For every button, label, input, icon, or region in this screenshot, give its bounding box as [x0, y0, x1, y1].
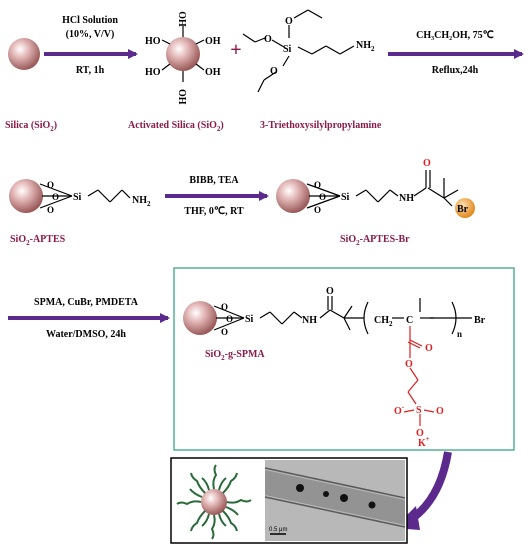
sio2-g-spma-label: SiO2-g-SPMA — [205, 349, 265, 362]
aptes-o-left: O — [264, 34, 272, 45]
oh-top: HO — [178, 11, 189, 27]
br-atom: Br — [457, 204, 469, 215]
spma-c: C — [406, 315, 413, 326]
hairy-nanoparticle-illustration — [176, 464, 252, 540]
spma-br: Br — [474, 315, 486, 326]
step4-reagent-top: SPMA, CuBr, PMDETA — [34, 297, 139, 308]
step1-reagent-bottom: RT, 1h — [76, 65, 105, 76]
carbonyl-o: O — [423, 158, 431, 169]
step3-reagent-bottom: THF, 0℃, RT — [184, 206, 244, 217]
aptes-o-top: O — [285, 16, 293, 27]
step2-reagent-bottom: Reflux,24h — [432, 65, 479, 76]
aptes-structure — [242, 9, 355, 93]
sio2-aptes-br-linkers — [306, 170, 459, 209]
sio2-aptes-linkers — [39, 183, 131, 209]
oh-right-top: OH — [205, 36, 221, 47]
sio2-aptes-sphere — [9, 179, 43, 213]
sio2-aptes-o1: O — [47, 180, 54, 190]
scale-bar-label: 0.5 μm — [269, 527, 287, 533]
plus-sign: + — [230, 39, 241, 61]
ester-o2: O — [405, 359, 413, 370]
sio2-aptes-br-sphere — [276, 179, 310, 213]
step1-reagent-top: HCl Solution — [62, 15, 118, 26]
sulfonate-o-left: O- — [394, 403, 405, 417]
activated-silica-sphere — [166, 37, 200, 71]
step1-reagent-mid: (10%, V/V) — [66, 29, 115, 40]
oh-right-bottom: OH — [205, 67, 221, 78]
sio2-aptes-br-o2: O — [319, 192, 326, 202]
aptes-o-bottom: O — [270, 66, 278, 77]
silica-sphere — [8, 38, 40, 70]
sio2-aptes-br-si: Si — [341, 192, 350, 203]
sio2-aptes-br-o3: O — [314, 205, 321, 215]
step4-reagent-bottom: Water/DMSO, 24h — [46, 329, 126, 340]
spma-amide-o: O — [326, 286, 334, 297]
sio2-aptes-br-label: SiO2-APTES-Br — [340, 234, 410, 247]
spma-si: Si — [245, 314, 254, 325]
sio2-aptes-si: Si — [73, 192, 82, 203]
sio2-g-spma-linkers — [213, 296, 472, 335]
sulfonate-side-chain — [403, 326, 435, 426]
step2-reagent-top: CH₃CH₂OH, 75℃ — [416, 30, 494, 41]
sio2-aptes-o2: O — [52, 192, 59, 202]
sulfonate-s: S — [416, 405, 422, 416]
activated-silica-label: Activated Silica (SiO2) — [128, 120, 224, 133]
spma-nh: NH — [302, 315, 317, 326]
silica-label: Silica (SiO2) — [5, 120, 57, 133]
spma-ch2: CH2 — [374, 315, 393, 328]
aptes-nh2: NH2 — [356, 40, 375, 53]
sio2-aptes-nh2: NH2 — [132, 195, 151, 208]
sulfonate-o-right: O — [436, 406, 444, 417]
activated-silica-oh-groups — [161, 26, 205, 82]
sio2-aptes-label: SiO2-APTES — [10, 234, 66, 247]
sulfonate-o-bottom: O — [416, 428, 424, 439]
spma-o3: O — [221, 327, 228, 337]
oh-left-bottom: HO — [145, 67, 161, 78]
potassium-ion: K+ — [418, 435, 430, 449]
oh-left-top: HO — [145, 36, 161, 47]
sio2-aptes-br-nh: NH — [399, 193, 414, 204]
aptes-name-label: 3-Triethoxysilylpropylamine — [260, 120, 382, 131]
br-sphere — [455, 198, 475, 218]
aptes-si: Si — [283, 44, 292, 55]
sio2-aptes-br-o1: O — [314, 180, 321, 190]
ester-o: O — [425, 343, 433, 354]
sio2-g-spma-sphere — [183, 301, 217, 335]
sio2-aptes-o3: O — [47, 205, 54, 215]
tem-micrograph: 0.5 μm — [264, 460, 406, 541]
spma-n: n — [457, 329, 462, 339]
spma-o1: O — [221, 302, 228, 312]
oh-bottom: OH — [176, 89, 187, 105]
product-box — [173, 267, 515, 451]
spma-o2: O — [226, 314, 233, 324]
step3-reagent-top: BIBB, TEA — [189, 175, 239, 186]
